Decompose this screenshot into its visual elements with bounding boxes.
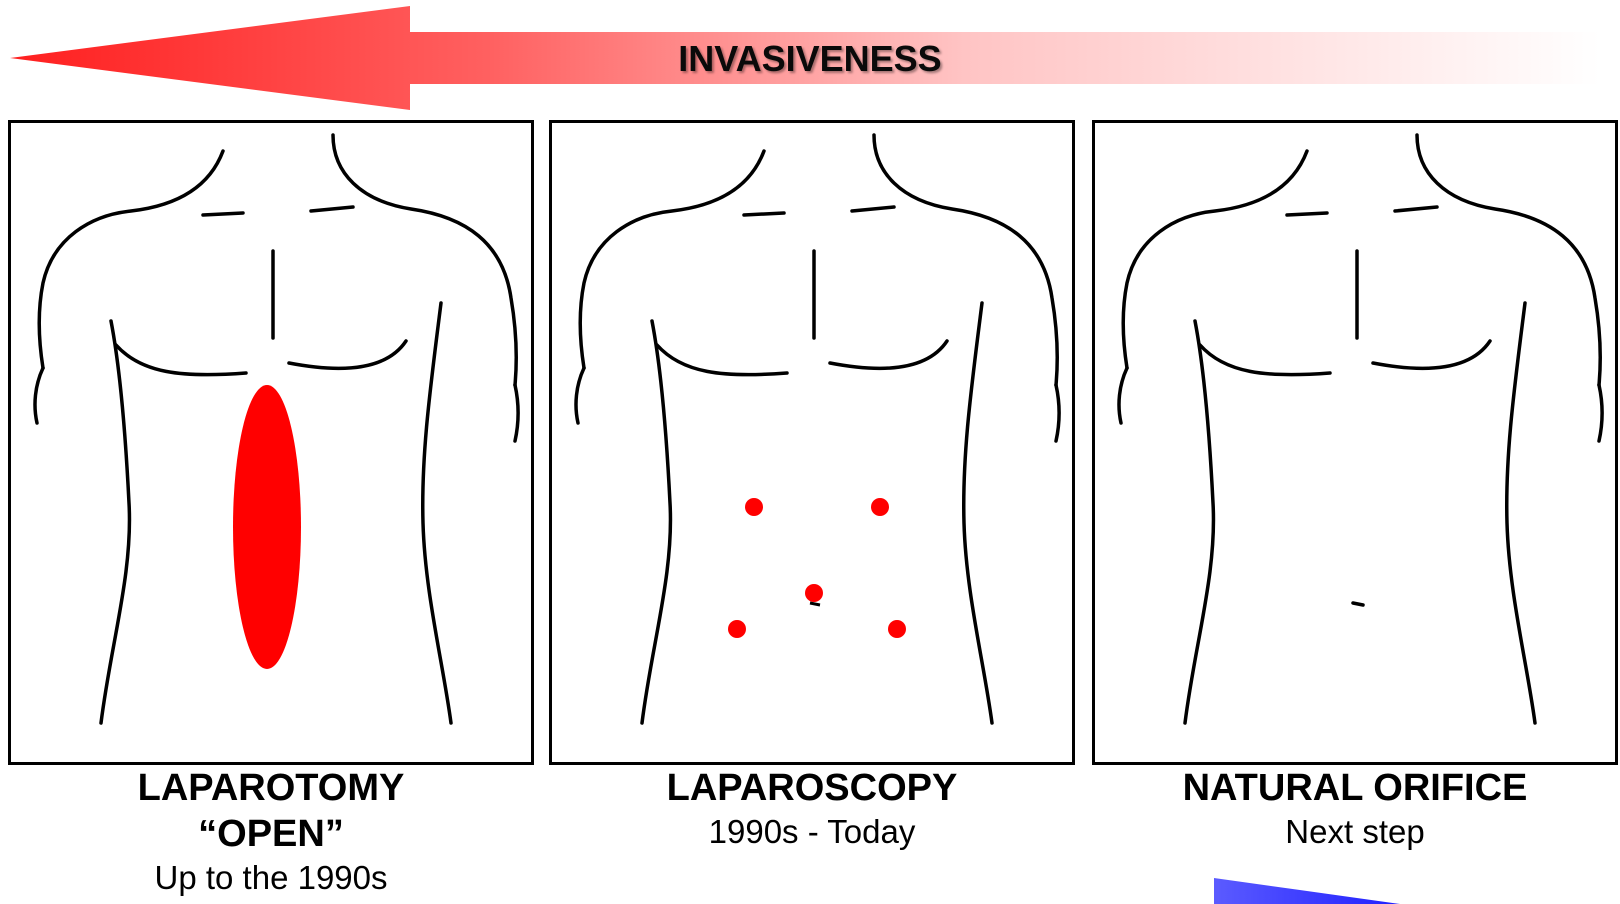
- invasiveness-label: INVASIVENESS: [560, 38, 1060, 80]
- laparotomy-era: Up to the 1990s: [0, 857, 551, 899]
- port-dot: [728, 620, 746, 638]
- laparoscopy-era: 1990s - Today: [532, 811, 1092, 853]
- natural-orifice-caption: NATURAL ORIFICE Next step: [1075, 765, 1620, 853]
- navel-mark: [1353, 603, 1363, 605]
- laparoscopy-caption: LAPAROSCOPY 1990s - Today: [532, 765, 1092, 853]
- port-dot: [805, 584, 823, 602]
- torso-figure-3: [1095, 123, 1620, 768]
- laparoscopy-title: LAPAROSCOPY: [532, 765, 1092, 811]
- next-step-arrow: [1200, 870, 1620, 904]
- midline-incision: [233, 385, 301, 669]
- natural-orifice-title: NATURAL ORIFICE: [1075, 765, 1620, 811]
- laparotomy-title: LAPAROTOMY: [0, 765, 551, 811]
- port-dot: [871, 498, 889, 516]
- laparotomy-open-label: “OPEN”: [0, 811, 551, 857]
- laparoscopy-panel: [549, 120, 1075, 765]
- natural-orifice-panel: [1092, 120, 1618, 765]
- laparotomy-caption: LAPAROTOMY “OPEN” Up to the 1990s: [0, 765, 551, 899]
- torso-figure-2: [552, 123, 1078, 768]
- port-dot: [888, 620, 906, 638]
- port-dot: [745, 498, 763, 516]
- natural-orifice-era: Next step: [1075, 811, 1620, 853]
- torso-figure-1: [11, 123, 537, 768]
- laparotomy-panel: [8, 120, 534, 765]
